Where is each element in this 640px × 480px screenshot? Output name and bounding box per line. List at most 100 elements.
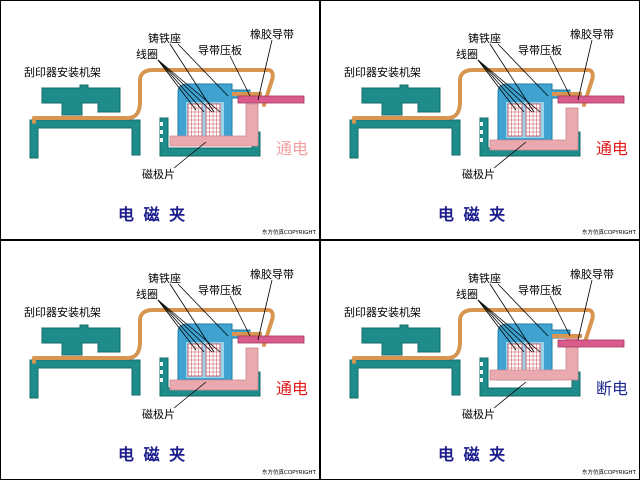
label-guide-press-plate: 导带压板: [198, 283, 242, 297]
bracket-notch: [160, 362, 163, 366]
copyright-text: 东方仿真COPYRIGHT: [262, 468, 317, 476]
mounting-frame: [349, 119, 461, 159]
leader-line: [229, 55, 251, 97]
bracket-notch: [480, 362, 483, 366]
mounting-frame: [29, 119, 141, 159]
magnet-pole-plate: [489, 107, 579, 151]
bracket-notch: [480, 378, 483, 382]
mounting-block: [361, 84, 441, 116]
label-mounting-frame: 刮印器安装机架: [24, 65, 101, 79]
label-coil: 线圈: [136, 287, 158, 301]
leader-line: [493, 381, 527, 409]
label-rubber-guide: 橡胶导带: [250, 27, 294, 41]
label-cast-iron-seat: 铸铁座: [468, 31, 501, 45]
leader-line: [549, 295, 571, 337]
leader-line: [177, 43, 229, 97]
leader-line: [577, 279, 593, 341]
bracket-notch: [480, 130, 483, 134]
rubber-guide-strip: [557, 95, 625, 104]
label-mounting-frame: 刮印器安装机架: [24, 305, 101, 319]
mounting-block: [41, 84, 121, 116]
leader-line: [157, 59, 213, 113]
label-magnet-plate: 磁极片: [462, 167, 495, 181]
label-coil: 线圈: [456, 47, 478, 61]
label-mounting-frame: 刮印器安装机架: [344, 65, 421, 79]
status-label: 通电: [596, 139, 628, 158]
leader-line: [157, 299, 221, 353]
leader-line: [157, 299, 197, 351]
bracket-notch: [480, 122, 483, 126]
leader-line: [477, 59, 541, 113]
magnet-pole-plate: [169, 103, 259, 147]
copyright-text: 东方仿真COPYRIGHT: [582, 228, 637, 236]
label-mounting-frame: 刮印器安装机架: [344, 305, 421, 319]
bracket-notch: [480, 138, 483, 142]
copper-link: [352, 68, 595, 124]
label-coil: 线圈: [136, 47, 158, 61]
bracket-notch: [160, 378, 163, 382]
leader-line: [477, 299, 525, 353]
label-rubber-guide: 橡胶导带: [570, 267, 614, 281]
guide-press-plate: [552, 92, 582, 96]
label-cast-iron-seat: 铸铁座: [148, 31, 181, 45]
guide-press-plate: [552, 334, 582, 338]
leader-line: [477, 59, 525, 113]
label-cast-iron-seat: 铸铁座: [468, 271, 501, 285]
copyright-text: 东方仿真COPYRIGHT: [262, 228, 317, 236]
diagram-title: 电 磁 夹: [438, 205, 507, 224]
leader-line: [497, 283, 549, 337]
diagram-title: 电 磁 夹: [118, 205, 187, 224]
mounting-block: [361, 324, 441, 356]
label-magnet-plate: 磁极片: [142, 167, 175, 181]
copyright-text: 东方仿真COPYRIGHT: [582, 468, 637, 476]
label-rubber-guide: 橡胶导带: [250, 267, 294, 281]
copper-link: [32, 68, 275, 124]
diagram-title: 电 磁 夹: [438, 445, 507, 464]
copper-link: [32, 308, 275, 364]
label-rubber-guide: 橡胶导带: [570, 27, 614, 41]
rubber-guide-strip: [557, 339, 625, 348]
status-label: 断电: [596, 379, 628, 398]
leader-line: [157, 299, 213, 353]
leader-line: [157, 59, 197, 111]
mounting-block: [41, 324, 121, 356]
leader-line: [577, 39, 593, 101]
leader-line: [477, 299, 517, 351]
mounting-frame: [349, 359, 461, 399]
label-guide-press-plate: 导带压板: [518, 283, 562, 297]
leader-line: [257, 39, 273, 101]
label-coil: 线圈: [456, 287, 478, 301]
status-label: 通电: [276, 379, 308, 398]
rubber-guide-strip: [237, 335, 305, 344]
leader-line: [157, 299, 205, 353]
copper-link: [352, 308, 595, 364]
label-magnet-plate: 磁极片: [142, 407, 175, 421]
status-label: 通电: [276, 139, 308, 158]
bracket-notch: [480, 370, 483, 374]
leader-line: [477, 59, 517, 111]
leader-line: [157, 59, 205, 113]
bracket-notch: [160, 130, 163, 134]
guide-press-plate: [232, 92, 262, 96]
label-magnet-plate: 磁极片: [462, 407, 495, 421]
label-guide-press-plate: 导带压板: [198, 43, 242, 57]
bracket-notch: [160, 138, 163, 142]
leader-line: [477, 299, 541, 353]
leader-line: [177, 283, 229, 337]
leader-line: [173, 381, 207, 409]
leader-line: [493, 141, 527, 169]
leader-line: [497, 43, 549, 97]
label-cast-iron-seat: 铸铁座: [148, 271, 181, 285]
guide-press-plate: [232, 332, 262, 336]
coil-winding: [187, 103, 221, 137]
leader-line: [257, 279, 273, 341]
diagram-panel-2: 刮印器安装机架铸铁座线圈导带压板橡胶导带磁极片通电电 磁 夹东方仿真COPYRI…: [320, 0, 640, 240]
leader-line: [477, 299, 533, 353]
diagram-title: 电 磁 夹: [118, 445, 187, 464]
leader-line: [173, 141, 207, 169]
mounting-frame: [29, 359, 141, 399]
